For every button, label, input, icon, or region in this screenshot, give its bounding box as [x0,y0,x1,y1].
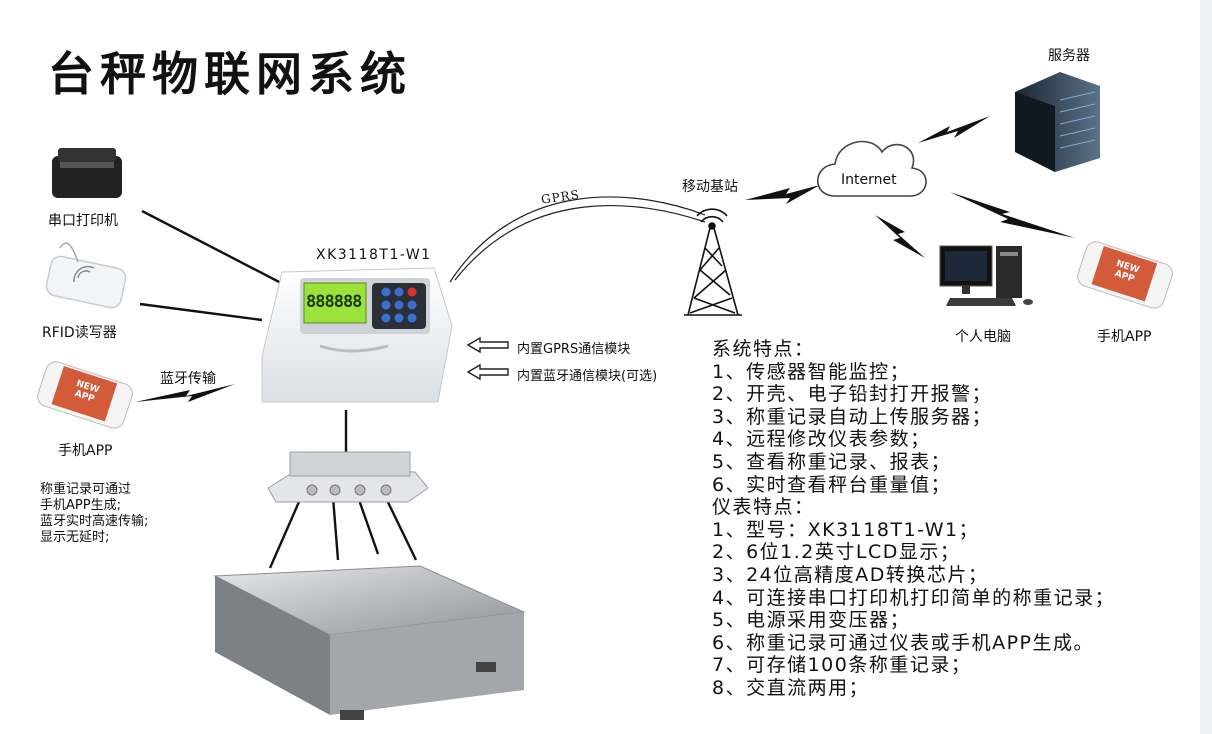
phone-left-label: 手机APP [58,440,112,460]
system-features-heading: 系统特点： [712,338,1115,361]
rfid-link [140,304,262,320]
system-feature-item: 5、查看称重记录、报表； [712,451,1115,474]
instrument-feature-item: 3、24位高精度AD转换芯片； [712,564,1115,587]
instrument-model-label: XK3118T1-W1 [316,247,432,263]
module-bluetooth: 内置蓝牙通信模块(可选) [517,365,657,384]
sensor-cable-3 [358,497,378,554]
printer-link [142,211,285,285]
sensor-cable-4 [384,494,416,560]
weighing-instrument [262,268,452,402]
rfid-reader [45,243,128,309]
instrument-feature-item: 1、型号：XK3118T1-W1； [712,519,1115,542]
instrument-features-heading: 仪表特点： [712,496,1115,519]
sensor-cable-1 [270,495,302,568]
printer-device [52,148,122,198]
instrument-feature-item: 4、可连接串口打印机打印简单的称重记录； [712,587,1115,610]
note-line: 显示无延时; [40,530,148,546]
server-rack [1015,72,1100,172]
system-feature-item: 2、开壳、电子铅封打开报警； [712,383,1115,406]
note-line: 手机APP生成; [40,498,148,514]
instrument-feature-item: 2、6位1.2英寸LCD显示； [712,541,1115,564]
instrument-feature-item: 5、电源采用变压器； [712,609,1115,632]
instrument-feature-item: 8、交直流两用； [712,677,1115,700]
bluetooth-note: 称重记录可通过 手机APP生成; 蓝牙实时高速传输; 显示无延时; [40,482,148,546]
cloud-to-pc-bolt [875,215,925,258]
printer-label: 串口打印机 [48,210,118,230]
feature-list: 系统特点： 1、传感器智能监控； 2、开壳、电子铅封打开报警； 3、称重记录自动… [712,338,1115,700]
cloud-to-phone-bolt [950,192,1075,238]
system-feature-item: 4、远程修改仪表参数； [712,428,1115,451]
rfid-label: RFID读写器 [42,322,117,342]
internet-label: Internet [841,172,897,188]
module-gprs: 内置GPRS通信模块 [517,338,630,357]
note-line: 蓝牙实时高速传输; [40,514,148,530]
module-arrows [468,338,508,379]
note-line: 称重记录可通过 [40,482,148,498]
base-station-tower [684,209,742,315]
station-to-cloud-bolt [745,185,820,204]
instrument-feature-item: 6、称重记录可通过仪表或手机APP生成。 [712,632,1115,655]
gprs-arcs [450,197,705,282]
junction-box [268,452,428,502]
bluetooth-label: 蓝牙传输 [160,368,216,388]
platform-scale [215,566,524,720]
lcd-readout: 888888 [306,292,361,312]
system-feature-item: 6、实时查看秤台重量值； [712,474,1115,497]
sensor-cable-2 [333,497,338,560]
cloud-to-server-bolt [918,116,990,143]
system-feature-item: 1、传感器智能监控； [712,361,1115,384]
personal-computer [940,246,1033,306]
instrument-feature-item: 7、可存储100条称重记录； [712,654,1115,677]
base-station-label: 移动基站 [682,176,738,196]
page-title: 台秤物联网系统 [48,38,412,104]
server-label: 服务器 [1048,45,1090,65]
system-feature-item: 3、称重记录自动上传服务器； [712,406,1115,429]
